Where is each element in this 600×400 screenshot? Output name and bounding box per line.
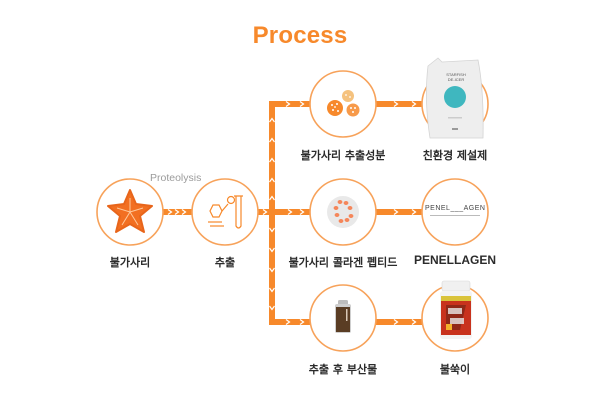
connector-extract-component-to-deicer [376,100,423,108]
liquid-bottle-icon [335,300,351,333]
deicer-pouch-icon [426,57,484,139]
node-byproduct [309,284,377,352]
label-extraction: 추출 [214,256,236,269]
supplement-bottle-icon [440,280,472,339]
connector-branch-to-byproduct [269,318,311,326]
label-extract-component: 불가사리 추출성분 [300,149,386,162]
label-bulssugi: 불쑥이 [439,363,471,376]
label-source: 불가사리 [109,256,151,269]
node-penellagen [421,178,489,246]
proteolysis-annotation: Proteolysis [150,172,202,184]
label-deicer: 친환경 제설제 [422,149,488,162]
connector-byproduct-to-bulssugi [376,318,423,326]
petri-dish-icon [327,196,359,228]
label-byproduct: 추출 후 부산물 [308,363,378,376]
penellagen-logo-icon: PENEL___AGEN [425,205,486,212]
label-collagen-peptide: 불가사리 콜라겐 펩티드 [288,256,398,269]
connector-branch-to-extract-component [269,100,311,108]
deicer-product-text-line2: DE-ICER [447,77,465,82]
node-extract-component [309,70,377,138]
node-extraction [191,178,259,246]
penellagen-logo-tagline [430,215,480,216]
node-deicer [421,57,489,139]
chemistry-test-tube-icon [208,195,243,229]
node-bulssugi [421,280,489,352]
starfish-icon [107,189,153,233]
page-title: Process [252,22,348,49]
deicer-product-text-line1: STARFISH [446,72,466,77]
connector-collagen-to-penellagen [376,208,423,216]
deicer-product-text: STARFISH DE-ICER [440,72,472,82]
connector-extraction-to-branch [258,208,311,216]
particles-icon [327,90,360,117]
node-source [96,178,164,246]
node-collagen-peptide [309,178,377,246]
connector-branch-vertical [268,101,276,325]
label-penellagen: PENELLAGEN [413,253,496,267]
connector-source-to-extraction [163,208,193,216]
